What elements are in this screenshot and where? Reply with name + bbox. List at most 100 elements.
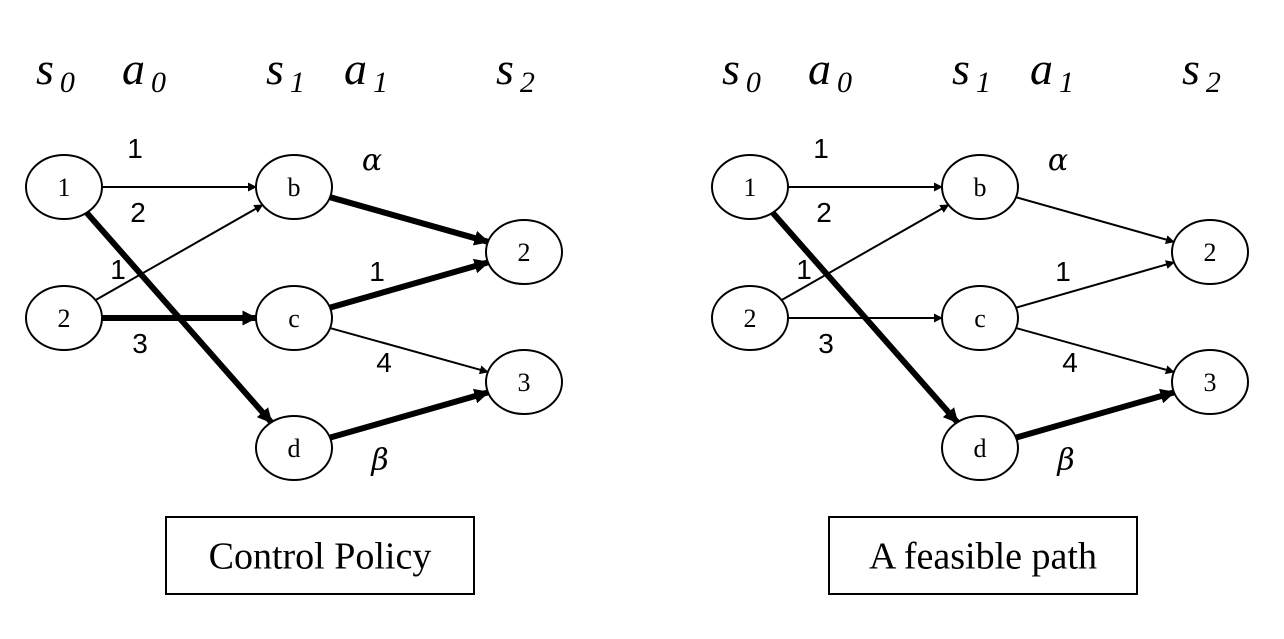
edge-n1-c-to-n2-2 (1015, 260, 1175, 309)
edge-label-n1-c-to-n2-2: 1 (369, 256, 385, 287)
header-subscript: 1 (290, 66, 305, 99)
node-label: c (288, 304, 300, 333)
edge-label-n1-c-to-n2-3: 4 (376, 347, 392, 378)
node-n1-c: c (941, 285, 1019, 351)
node-label: 2 (518, 238, 531, 267)
edge-label-n1-d-to-n2-3: β (1056, 443, 1074, 478)
node-label: 3 (1204, 368, 1217, 397)
edge-label-n0-2-to-n1-c: 3 (132, 328, 148, 359)
header-letter: a (344, 43, 367, 94)
header-subscript: 2 (520, 66, 535, 99)
edge-label-n0-2-to-n1-b: 1 (796, 254, 812, 285)
node-n0-2: 2 (25, 285, 103, 351)
edge-label-n1-b-to-n2-2: α (362, 143, 382, 178)
node-label: b (974, 173, 987, 202)
node-ellipse (255, 154, 333, 220)
edge-n1-c-to-n2-3 (1015, 327, 1175, 375)
node-label: c (974, 304, 986, 333)
node-n0-1: 1 (25, 154, 103, 220)
edge-n1-d-to-n2-3-bold (329, 388, 490, 441)
node-ellipse (485, 349, 563, 415)
edge-label-n1-c-to-n2-3: 4 (1062, 347, 1078, 378)
header-letter: s (36, 43, 54, 94)
node-ellipse (485, 219, 563, 285)
node-n1-b: b (255, 154, 333, 220)
node-label: b (288, 173, 301, 202)
node-label: 1 (58, 173, 71, 202)
node-n1-b: b (941, 154, 1019, 220)
edge-n1-c-to-n2-3 (329, 327, 489, 375)
header-letter: s (722, 43, 740, 94)
node-ellipse (255, 285, 333, 351)
caption-text: A feasible path (869, 536, 1097, 578)
edge-n0-2-to-n1-b (94, 204, 264, 301)
node-ellipse (941, 415, 1019, 481)
header-subscript: 2 (1206, 66, 1221, 99)
header-letter: a (1030, 43, 1053, 94)
node-ellipse (941, 285, 1019, 351)
caption-box (165, 516, 475, 595)
header-subscript: 0 (746, 66, 761, 99)
edge-n1-b-to-n2-2 (1015, 196, 1175, 244)
header-letter: s (266, 43, 284, 94)
node-label: 2 (744, 304, 757, 333)
node-n1-d: d (255, 415, 333, 481)
header-subscript: 0 (60, 66, 75, 99)
edge-label-n1-c-to-n2-2: 1 (1055, 256, 1071, 287)
edge-n1-c-to-n2-2-bold (329, 258, 490, 311)
header-subscript: 1 (373, 66, 388, 99)
header-letter: a (808, 43, 831, 94)
header-letter: a (122, 43, 145, 94)
node-ellipse (1171, 349, 1249, 415)
node-ellipse (711, 285, 789, 351)
edge-label-n0-1-to-n1-d: 2 (816, 197, 832, 228)
node-ellipse (25, 285, 103, 351)
node-n0-1: 1 (711, 154, 789, 220)
node-n1-d: d (941, 415, 1019, 481)
edge-label-n0-1-to-n1-d: 2 (130, 197, 146, 228)
node-label: d (288, 434, 301, 463)
edge-n1-b-to-n2-2-bold (329, 194, 490, 246)
node-n2-2: 2 (1171, 219, 1249, 285)
edge-n0-2-to-n1-b (780, 204, 950, 301)
caption-box (828, 516, 1138, 595)
node-ellipse (1171, 219, 1249, 285)
header-subscript: 1 (1059, 66, 1074, 99)
node-n2-3: 3 (485, 349, 563, 415)
edge-label-n0-2-to-n1-b: 1 (110, 254, 126, 285)
node-ellipse (711, 154, 789, 220)
node-n2-2: 2 (485, 219, 563, 285)
header-letter: s (952, 43, 970, 94)
node-n0-2: 2 (711, 285, 789, 351)
node-ellipse (255, 415, 333, 481)
edge-label-n1-d-to-n2-3: β (370, 443, 388, 478)
caption-text: Control Policy (209, 536, 432, 578)
header-subscript: 0 (151, 66, 166, 99)
node-label: 1 (744, 173, 757, 202)
header-letter: s (1182, 43, 1200, 94)
edge-label-n1-b-to-n2-2: α (1048, 143, 1068, 178)
node-ellipse (941, 154, 1019, 220)
node-label: 2 (1204, 238, 1217, 267)
edge-label-n0-1-to-n1-b: 1 (127, 133, 143, 164)
edge-label-n0-2-to-n1-c: 3 (818, 328, 834, 359)
edge-n1-d-to-n2-3-bold (1015, 388, 1176, 441)
node-label: 2 (58, 304, 71, 333)
node-label: d (974, 434, 987, 463)
header-subscript: 0 (837, 66, 852, 99)
header-letter: s (496, 43, 514, 94)
